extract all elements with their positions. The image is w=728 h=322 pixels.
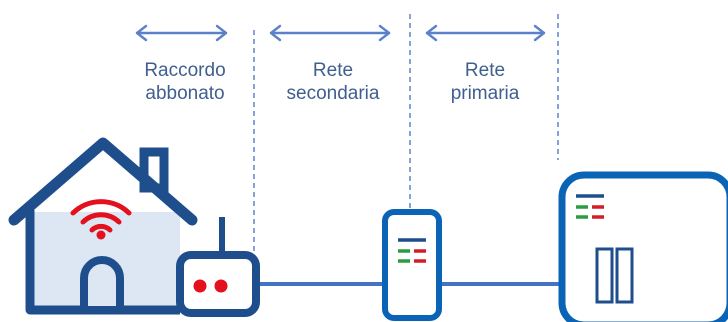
cabinet-logo-icon <box>398 238 426 263</box>
modem-router-icon <box>176 217 260 317</box>
exchange-rack-2 <box>615 247 634 304</box>
wifi-icon <box>70 199 132 233</box>
wifi-dot <box>96 230 106 240</box>
label-line-1: Rete <box>312 60 354 81</box>
segment-dividers <box>253 14 559 255</box>
street-cabinet-icon <box>382 209 442 321</box>
router-led-2 <box>214 279 228 293</box>
exchange-logo-icon <box>576 194 604 219</box>
exchange-rack-1 <box>595 247 614 304</box>
label-rete-primaria: Rete primaria <box>420 59 550 105</box>
house-with-wifi-icon <box>8 137 198 315</box>
arrow-primaria <box>425 24 546 42</box>
label-rete-secondaria: Rete secondaria <box>268 59 398 105</box>
span-arrows <box>135 24 546 42</box>
label-line-2: primaria <box>450 83 520 104</box>
central-office-icon <box>558 171 728 322</box>
label-raccordo-abbonato: Raccordo abbonato <box>120 59 250 105</box>
label-line-1: Raccordo <box>144 60 226 81</box>
label-line-2: secondaria <box>286 83 380 104</box>
router-led-1 <box>193 279 207 293</box>
label-line-1: Rete <box>464 60 506 81</box>
label-line-2: abbonato <box>145 83 225 104</box>
arrow-secondaria <box>269 24 391 42</box>
arrow-raccordo <box>135 24 228 42</box>
